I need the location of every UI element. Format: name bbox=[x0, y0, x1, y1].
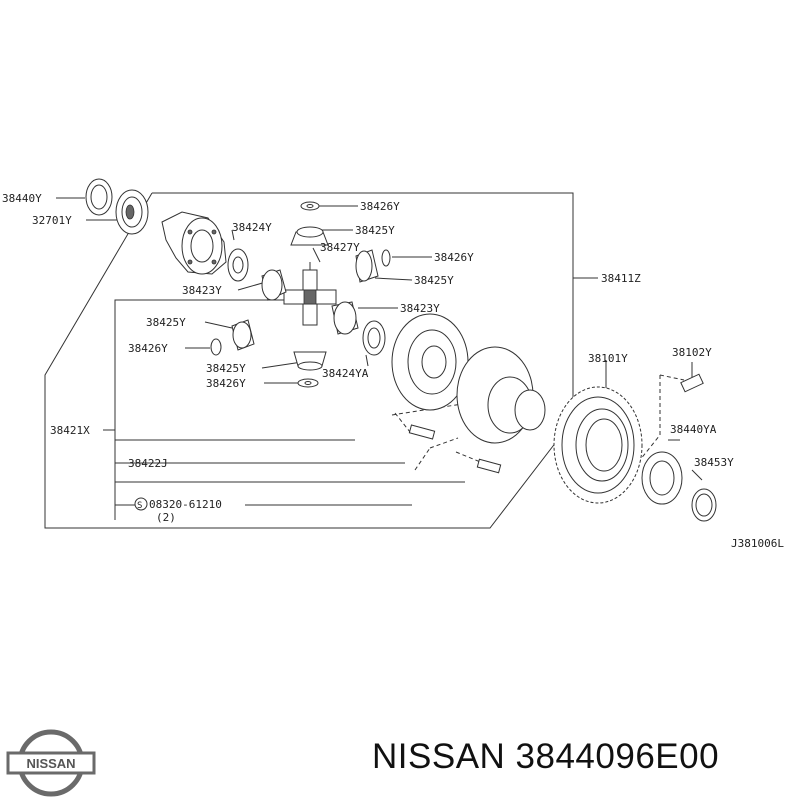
label-38411z: 38411Z bbox=[601, 272, 641, 285]
assembly-frame bbox=[44, 192, 574, 529]
label-08320-qty: (2) bbox=[156, 511, 176, 524]
pinion-shaft-38427y bbox=[283, 262, 337, 326]
label-38423y-right: 38423Y bbox=[400, 302, 440, 315]
label-38426y-left: 38426Y bbox=[128, 342, 168, 355]
label-38425y-bottom: 38425Y bbox=[206, 362, 246, 375]
label-38453y: 38453Y bbox=[694, 456, 734, 469]
side-gear-38423y-left bbox=[261, 269, 287, 301]
nissan-logo: NISSAN bbox=[6, 729, 96, 797]
label-38101y: 38101Y bbox=[588, 352, 628, 365]
washer-38426y-left bbox=[210, 338, 222, 356]
label-38440y: 38440Y bbox=[2, 192, 42, 205]
label-38425y-top: 38425Y bbox=[355, 224, 395, 237]
part-number-caption: NISSAN 3844096E00 bbox=[372, 737, 720, 776]
bearing-32701y bbox=[115, 189, 149, 235]
label-38425y-right: 38425Y bbox=[414, 274, 454, 287]
drawing-code: J381006L bbox=[731, 537, 784, 550]
label-08320-circle bbox=[134, 497, 148, 511]
bolt-38102y bbox=[680, 373, 704, 393]
bracket-38421x bbox=[114, 299, 290, 520]
pinion-gear-38425y-right bbox=[355, 249, 379, 283]
pinion-gear-38425y-bottom bbox=[293, 351, 327, 371]
label-08320-circle-letter: S bbox=[137, 501, 142, 511]
pinion-gear-38425y-left bbox=[231, 319, 255, 351]
ring-gear-38101y bbox=[553, 386, 643, 504]
label-38426y-top: 38426Y bbox=[360, 200, 400, 213]
bearing-race-38440ya bbox=[641, 451, 683, 505]
case-flange bbox=[391, 313, 469, 411]
case-housing bbox=[456, 346, 546, 444]
bearing-race-38440y bbox=[85, 178, 113, 216]
label-38424y: 38424Y bbox=[232, 221, 272, 234]
bolt-38422j bbox=[408, 424, 436, 440]
label-38440ya: 38440YA bbox=[670, 423, 717, 436]
label-38102y: 38102Y bbox=[672, 346, 712, 359]
label-38421x: 38421X bbox=[50, 424, 90, 437]
bolt-08320-61210 bbox=[476, 458, 502, 474]
label-38425y-left: 38425Y bbox=[146, 316, 186, 329]
washer-38426y-right bbox=[381, 249, 391, 267]
side-gear-38423y-right bbox=[331, 301, 359, 335]
label-38424ya: 38424YA bbox=[322, 367, 369, 380]
label-08320-61210: 08320-61210 bbox=[149, 498, 222, 511]
label-32701y: 32701Y bbox=[32, 214, 72, 227]
label-38423y-left: 38423Y bbox=[182, 284, 222, 297]
pinion-gear-38425y-top bbox=[290, 226, 329, 246]
label-38426y-right: 38426Y bbox=[434, 251, 474, 264]
label-38426y-bottom: 38426Y bbox=[206, 377, 246, 390]
label-38427y: 38427Y bbox=[320, 241, 360, 254]
nissan-logo-text: NISSAN bbox=[26, 756, 75, 771]
label-38422j: 38422J bbox=[128, 457, 168, 470]
differential-case bbox=[161, 211, 227, 275]
